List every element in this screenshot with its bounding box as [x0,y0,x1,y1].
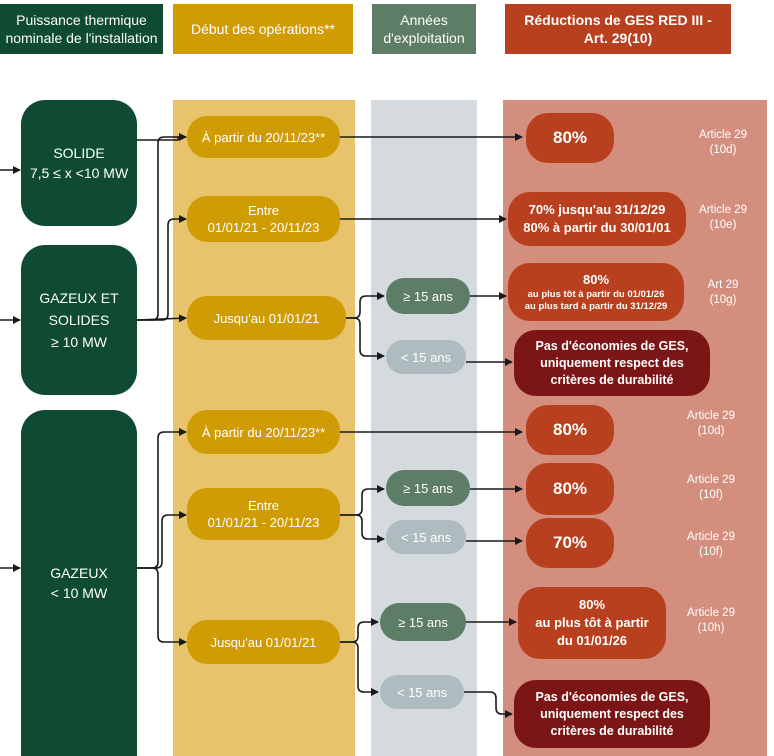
header-puissance: Puissance thermique nominale de l'instal… [0,4,163,54]
years-pill-y2-label: < 15 ans [400,349,452,365]
header-debut: Début des opérations** [173,4,353,54]
date-pill-d1: À partir du 20/11/23** [187,116,340,158]
article-a6: Article 29 (10f) [674,473,748,503]
arrow-d3-y2 [346,317,385,360]
header-annees-label: Années d'exploitation [383,12,465,46]
article-a2-label: Article 29 (10e) [699,204,747,231]
years-pill-y5-label: ≥ 15 ans [398,614,448,630]
arrow-d6-y5 [340,618,379,643]
date-pill-d1-label: À partir du 20/11/23** [201,129,326,145]
date-pill-d5-label: Entre 01/01/21 - 20/11/23 [207,498,320,530]
result-r3: 80% au plus tôt à partir du 01/01/26 au … [508,263,684,321]
result-r2-line1: 70% jusqu'au 31/12/29 [528,202,666,217]
article-a1: Article 29 (10d) [686,128,760,158]
article-a7: Article 29 (10f) [674,530,748,560]
date-pill-d6: Jusqu'au 01/01/21 [187,620,340,664]
date-pill-d6-label: Jusqu'au 01/01/21 [210,634,317,650]
result-r4: Pas d'économies de GES, uniquement respe… [514,330,710,396]
source-gazeux-label: GAZEUX < 10 MW [50,565,108,601]
article-a1-label: Article 29 (10d) [699,129,747,156]
arrow-d5-y4 [340,514,385,543]
header-debut-label: Début des opérations** [191,21,335,37]
arrow-g-d6 [137,567,187,646]
arrow-y6-r9 [464,691,513,718]
years-pill-y3-label: ≥ 15 ans [403,480,453,496]
article-a3-label: Art 29 (10g) [707,279,739,306]
arrow-d3-y1 [346,292,385,319]
article-a5-label: Article 29 (10d) [687,410,735,437]
years-pill-y4-label: < 15 ans [400,529,452,545]
result-r3-sub1: au plus tôt à partir du 01/01/26 [527,289,665,300]
article-a8: Article 29 (10h) [674,606,748,636]
date-pill-d5: Entre 01/01/21 - 20/11/23 [187,488,340,540]
date-pill-d3: Jusqu'au 01/01/21 [187,296,346,340]
result-r2: 70% jusqu'au 31/12/29 80% à partir du 30… [508,192,686,246]
source-gazeux: GAZEUX < 10 MW [21,410,137,756]
article-a5: Article 29 (10d) [674,409,748,439]
source-gazeux-solides-label: GAZEUX ET SOLIDES ≥ 10 MW [39,290,119,350]
years-pill-y6: < 15 ans [380,675,464,709]
source-solide: SOLIDE 7,5 ≤ x <10 MW [21,100,137,226]
header-puissance-label: Puissance thermique nominale de l'instal… [5,12,158,46]
result-r3-value: 80% [582,272,610,287]
arrow-gs-d2 [137,215,187,321]
date-pill-d2-label: Entre 01/01/21 - 20/11/23 [207,203,320,235]
result-r6-value: 80% [552,479,588,498]
result-r9: Pas d'économies de GES, uniquement respe… [514,680,710,748]
arrow-g-d5 [137,511,187,569]
years-pill-y6-label: < 15 ans [396,684,448,700]
source-solide-label: SOLIDE 7,5 ≤ x <10 MW [29,145,129,181]
result-r1-value: 80% [552,128,588,147]
years-pill-y4: < 15 ans [386,520,466,554]
years-pill-y1: ≥ 15 ans [386,278,470,314]
years-pill-y1-label: ≥ 15 ans [403,288,453,304]
arrow-gs-d3 [136,314,187,323]
result-r7: 70% [526,518,614,568]
article-a8-label: Article 29 (10h) [687,607,735,634]
arrow-d5-y3 [340,485,385,516]
article-a3: Art 29 (10g) [686,278,760,308]
arrow-d6-y6 [340,641,379,696]
result-r8-value: 80% [578,597,606,612]
date-pill-d2: Entre 01/01/21 - 20/11/23 [187,196,340,242]
article-a7-label: Article 29 (10f) [687,531,735,558]
header-reductions: Réductions de GES RED III - Art. 29(10) [505,4,731,54]
result-r4-text: Pas d'économies de GES, uniquement respe… [535,338,689,387]
result-r2-line2: 80% à partir du 30/01/01 [523,220,671,235]
result-r8: 80% au plus tôt à partir du 01/01/26 [518,587,666,659]
article-a6-label: Article 29 (10f) [687,474,735,501]
article-a2: Article 29 (10e) [686,203,760,233]
result-r9-text: Pas d'économies de GES, uniquement respe… [535,689,689,738]
date-pill-d4-label: À partir du 20/11/23** [201,424,326,440]
years-pill-y2: < 15 ans [386,340,466,374]
source-gazeux-solides: GAZEUX ET SOLIDES ≥ 10 MW [21,245,137,395]
column-annees-background [371,100,477,756]
result-r6: 80% [526,463,614,515]
header-reductions-label: Réductions de GES RED III - Art. 29(10) [524,12,712,46]
years-pill-y5: ≥ 15 ans [380,603,466,641]
arrow-gs-d1 [137,136,186,321]
result-r5-value: 80% [552,420,588,439]
result-r1: 80% [526,113,614,163]
result-r8-sub: au plus tôt à partir du 01/01/26 [535,615,649,648]
result-r7-value: 70% [552,533,588,552]
header-annees: Années d'exploitation [372,4,476,54]
years-pill-y3: ≥ 15 ans [386,470,470,506]
result-r3-sub2: au plus tard à partir du 31/12/29 [524,301,668,312]
result-r5: 80% [526,405,614,455]
date-pill-d3-label: Jusqu'au 01/01/21 [213,310,320,326]
date-pill-d4: À partir du 20/11/23** [187,410,340,454]
